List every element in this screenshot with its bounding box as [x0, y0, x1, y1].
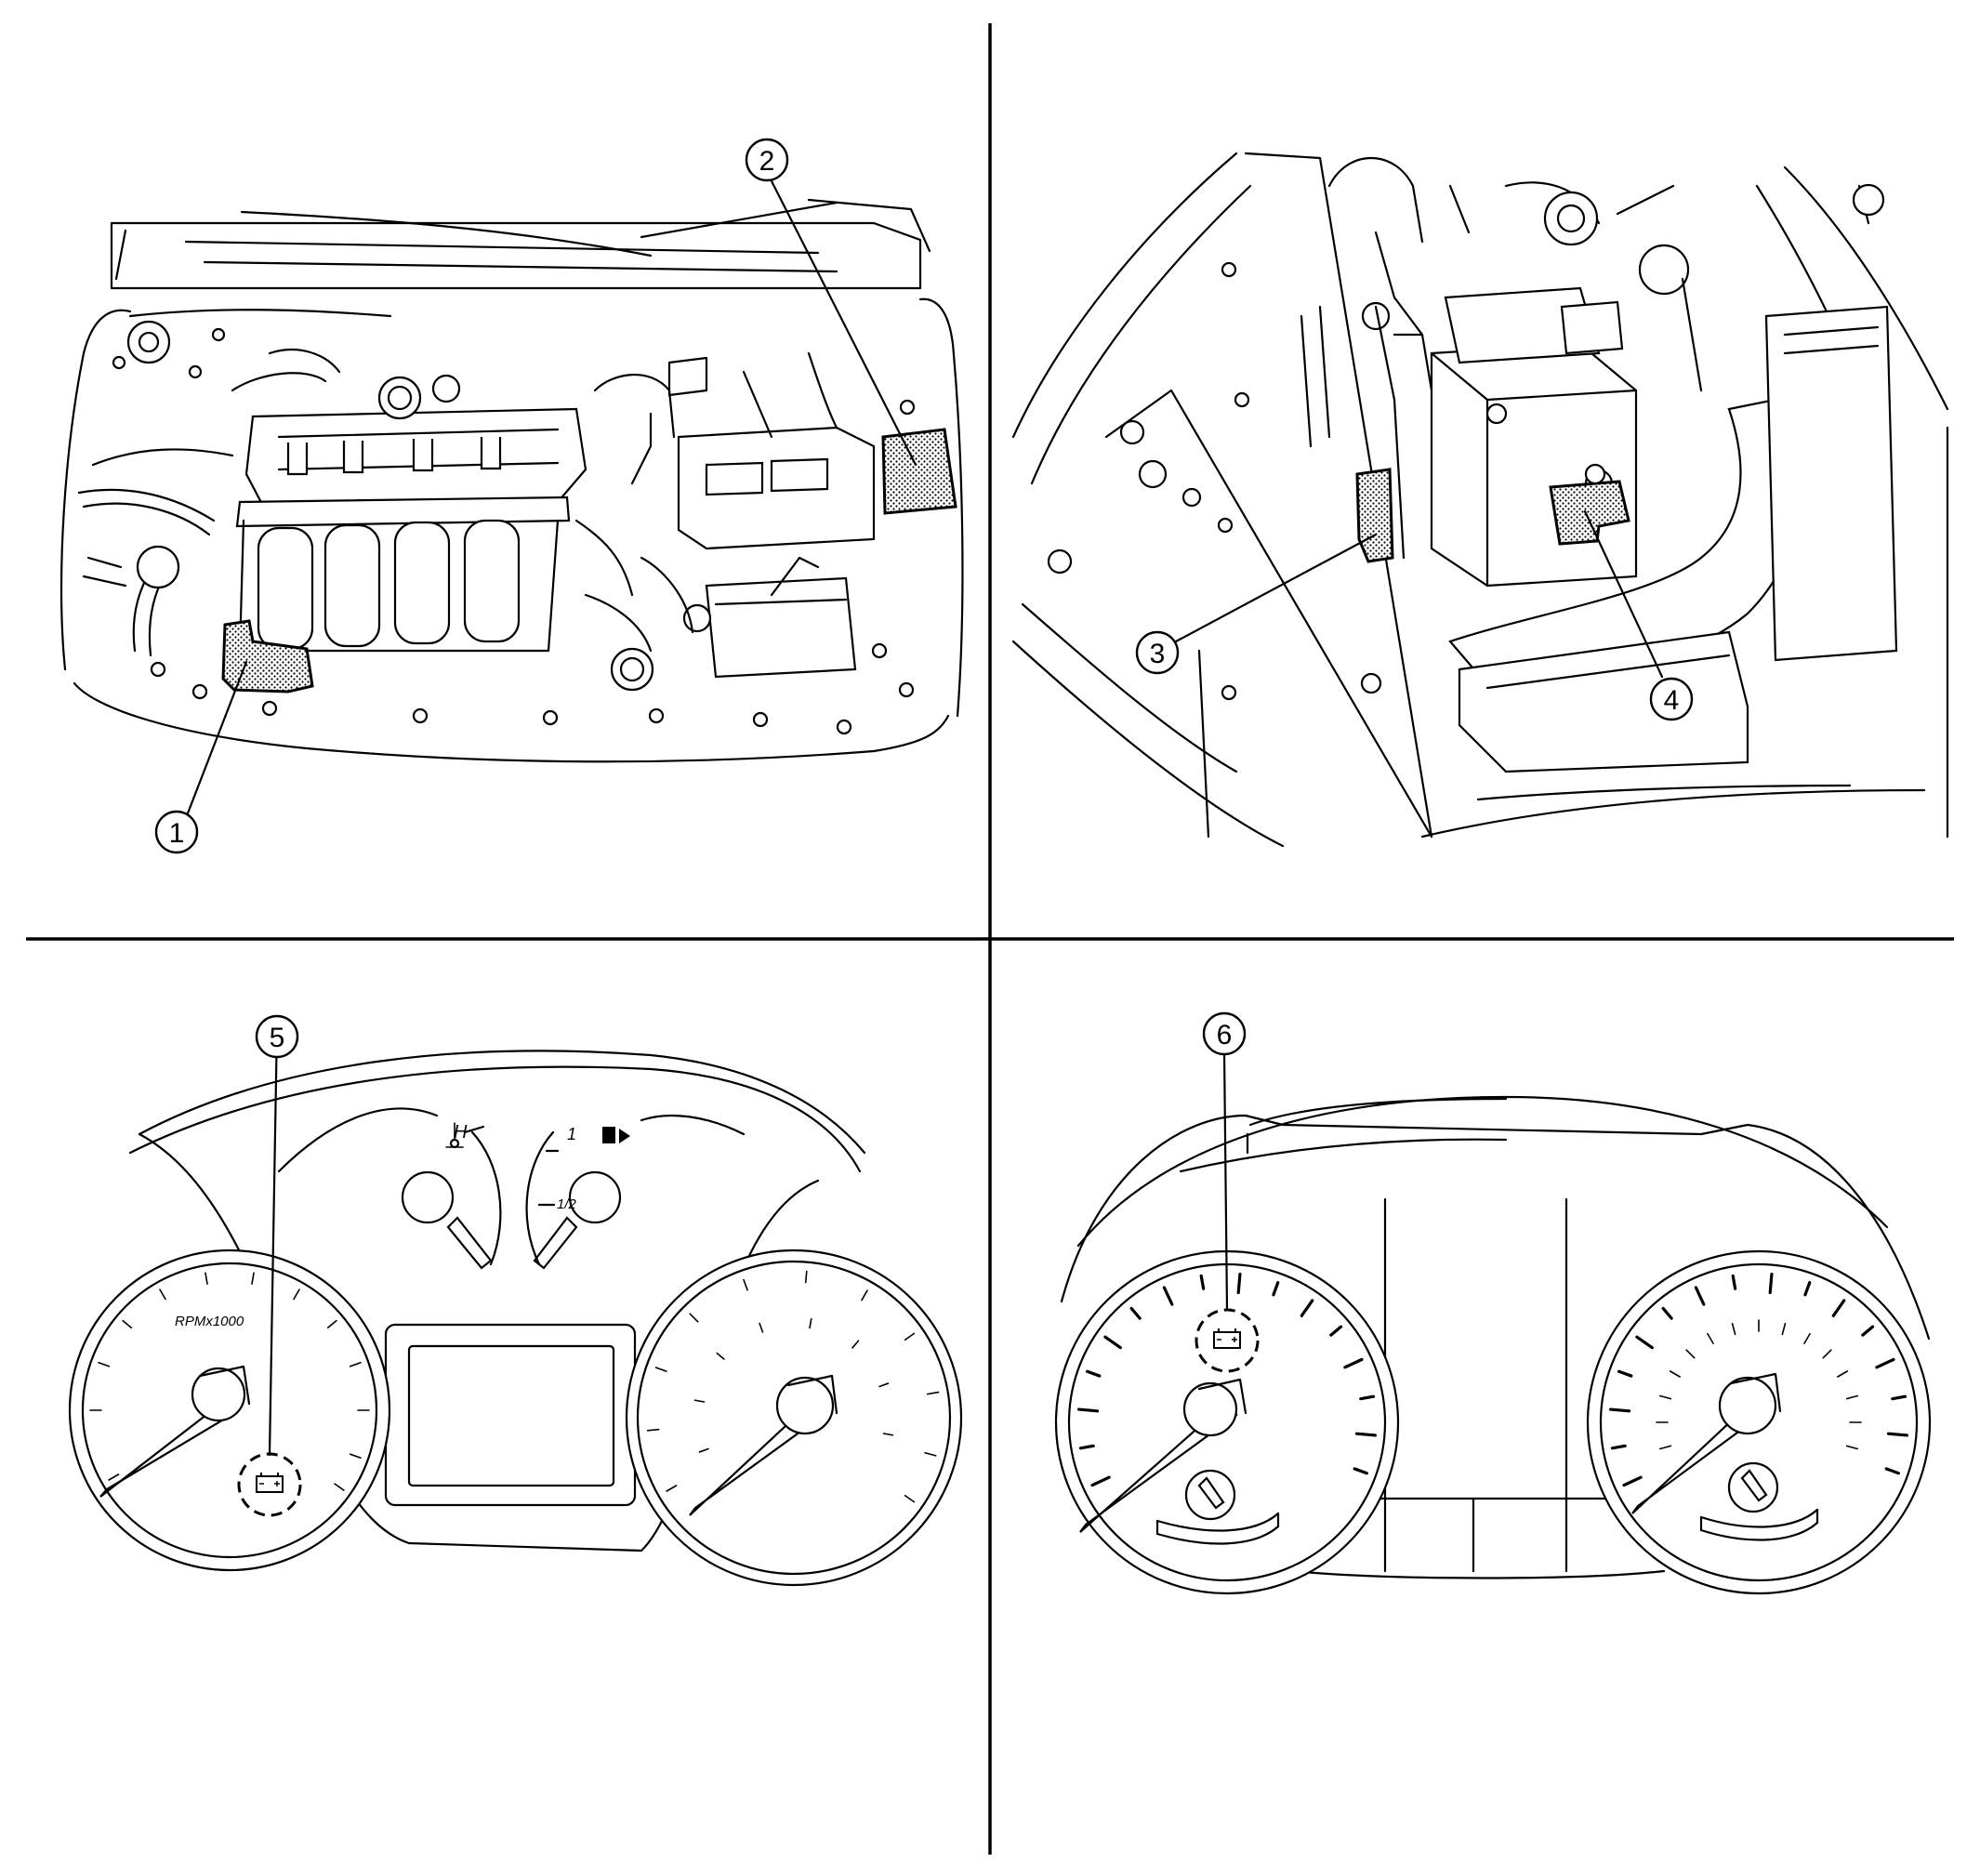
- callout-3: 3: [1135, 630, 1180, 675]
- callout-2-number: 2: [759, 146, 775, 177]
- quadrant-dividers: [26, 23, 1954, 1855]
- callout-5: 5: [255, 1014, 299, 1059]
- callout-5-number: 5: [270, 1023, 285, 1053]
- combination-meter-type-2: [1054, 1049, 1932, 1595]
- component-4-highlight: [1549, 480, 1630, 546]
- component-3-highlight: [1355, 468, 1394, 563]
- engine-compartment-view-right: [1011, 152, 1949, 848]
- tachometer-label: RPMx1000: [175, 1314, 244, 1329]
- right-gauge-ticks: [1609, 1273, 1908, 1487]
- battery-warning-icon: [256, 1473, 284, 1493]
- component-2-highlight: [881, 428, 957, 515]
- fuel-full-label: 1: [567, 1125, 576, 1143]
- engine-compartment-view-left: [59, 170, 964, 820]
- callout-1-number: 1: [169, 818, 185, 849]
- component-1-highlight: [221, 619, 314, 694]
- callout-4-number: 4: [1664, 685, 1680, 716]
- callout-3-number: 3: [1150, 639, 1166, 669]
- left-gauge-ticks: [1077, 1273, 1377, 1487]
- fuel-pump-icon: [602, 1127, 630, 1143]
- callout-6-number: 6: [1217, 1020, 1233, 1050]
- callout-4: 4: [1649, 677, 1694, 721]
- right-gauge-inner-ticks: [1656, 1319, 1862, 1450]
- thermometer-icon: [445, 1122, 464, 1149]
- callout-2: 2: [745, 138, 789, 182]
- callout-6: 6: [1202, 1011, 1247, 1056]
- tachometer-ticks: [89, 1272, 370, 1491]
- callout-1: 1: [154, 810, 199, 854]
- combination-meter-type-1: RPMx1000: [68, 1023, 963, 1587]
- temp-hot-label: H: [454, 1122, 468, 1143]
- speedometer-ticks: [646, 1270, 940, 1503]
- battery-warning-icon: [1213, 1328, 1241, 1349]
- fuel-half-label: 1/2: [557, 1196, 577, 1212]
